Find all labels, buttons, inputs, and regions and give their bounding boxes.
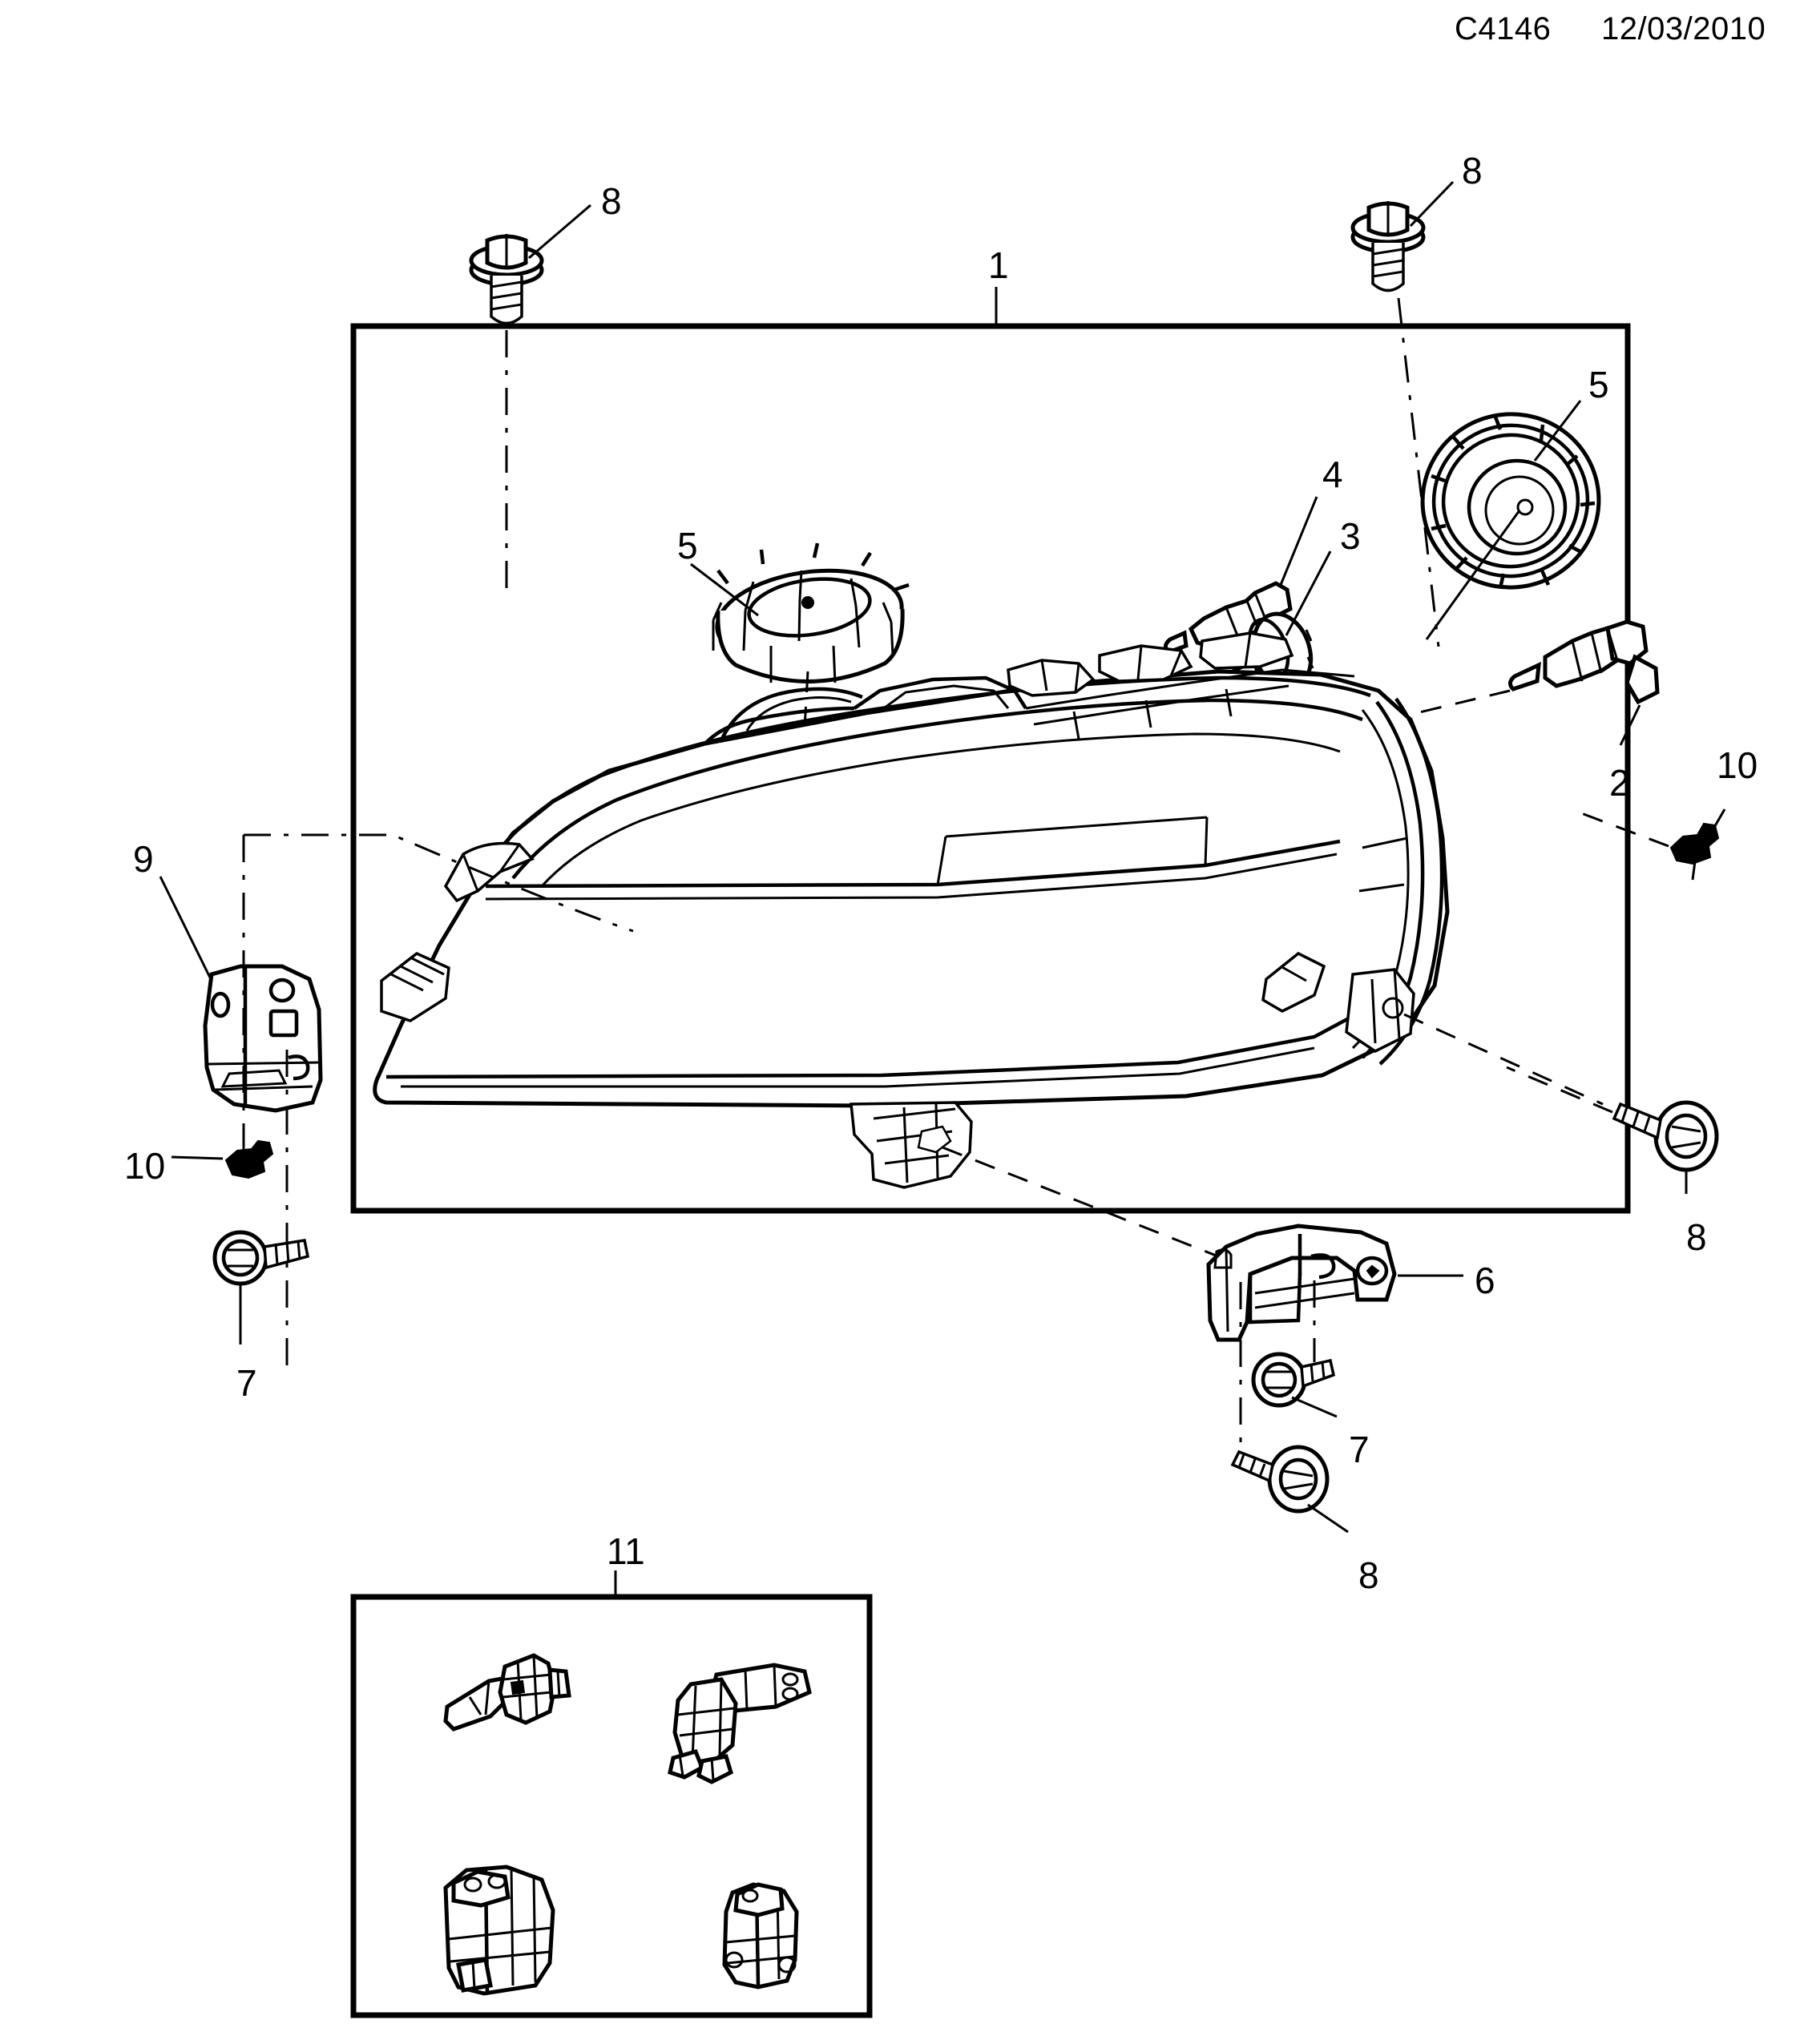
callout-10-left: 10 [124, 1145, 166, 1187]
screw-bracket-lower-icon [1251, 1352, 1338, 1418]
callout-11: 11 [607, 1530, 645, 1572]
callout-8-bracket: 8 [1358, 1554, 1379, 1596]
repair-kit-item-angled [443, 1865, 555, 1996]
callout-4: 4 [1322, 454, 1343, 495]
bracket-left-icon [159, 833, 634, 1366]
clip-nut-left-icon [171, 1139, 274, 1179]
repair-kit-box [350, 1594, 873, 2018]
screw-upper-left-icon [469, 204, 591, 589]
bulb-low-beam-icon [1104, 550, 1332, 747]
callout-6: 6 [1475, 1260, 1495, 1301]
bulb-socket-right-icon [1147, 619, 1660, 780]
callout-8-right-lower: 8 [1686, 1216, 1707, 1258]
assembly-box [350, 323, 1631, 1214]
screw-right-lower-icon [1506, 1066, 1719, 1194]
repair-kit-item-wedge [443, 1653, 571, 1732]
callout-8-upper-left: 8 [601, 180, 622, 222]
callout-7-bracket: 7 [1349, 1429, 1370, 1470]
repair-kit-item-small [722, 1882, 799, 1990]
callout-5-left: 5 [677, 525, 698, 566]
callout-1: 1 [988, 244, 1009, 286]
callout-7-left: 7 [236, 1362, 257, 1404]
callout-3: 3 [1340, 515, 1361, 557]
callout-9: 9 [133, 838, 154, 880]
drawing-code: C4146 [1455, 11, 1552, 46]
bracket-lower-icon [1206, 1224, 1463, 1468]
screw-upper-right-icon [1350, 180, 1455, 647]
screw-left-lower-icon [212, 1230, 310, 1345]
dust-cover-cap-right-icon [1420, 400, 1601, 640]
dust-cover-cap-left-icon [690, 542, 910, 784]
repair-kit-item-slide [668, 1663, 812, 1784]
callout-2: 2 [1609, 762, 1630, 804]
headlamp-housing [373, 631, 1604, 1261]
clip-nut-right-icon [1570, 808, 1726, 881]
bulb-high-beam-icon [1049, 496, 1318, 707]
drawing-date: 12/03/2010 [1601, 11, 1766, 46]
callout-5-right: 5 [1588, 364, 1609, 405]
callout-8-upper-right: 8 [1462, 150, 1483, 191]
callout-10-right: 10 [1717, 744, 1758, 786]
screw-bracket-lowest-icon [1230, 1445, 1349, 1534]
